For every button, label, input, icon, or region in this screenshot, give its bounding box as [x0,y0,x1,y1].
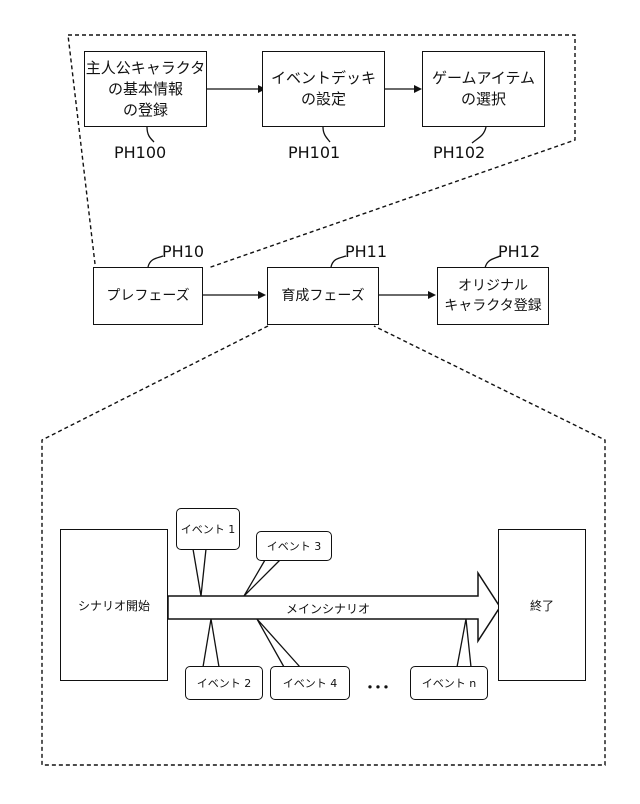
ellipsis: ･･･ [366,674,390,698]
ref-ph10: PH10 [162,242,204,261]
phase-pre: プレフェーズ [93,267,203,325]
event-n-callout: イベント n [410,666,488,700]
event-2-callout: イベント 2 [185,666,263,700]
event-4-callout: イベント 4 [270,666,350,700]
ref-ph12: PH12 [498,242,540,261]
ref-ph100: PH100 [114,143,166,162]
scenario-end: 終了 [498,529,586,681]
step-register-hero-info: 主人公キャラクタ の基本情報 の登録 [84,51,207,127]
event-1-callout: イベント 1 [176,508,240,550]
ref-ph101: PH101 [288,143,340,162]
phase-training: 育成フェーズ [267,267,379,325]
main-scenario-label: メインシナリオ [286,600,370,617]
ref-ph102: PH102 [433,143,485,162]
scenario-start: シナリオ開始 [60,529,168,681]
step-event-deck-setup: イベントデッキ の設定 [262,51,385,127]
step-game-item-select: ゲームアイテム の選択 [422,51,545,127]
phase-original-character-register: オリジナル キャラクタ登録 [437,267,549,325]
event-3-callout: イベント 3 [256,531,332,561]
ref-ph11: PH11 [345,242,387,261]
